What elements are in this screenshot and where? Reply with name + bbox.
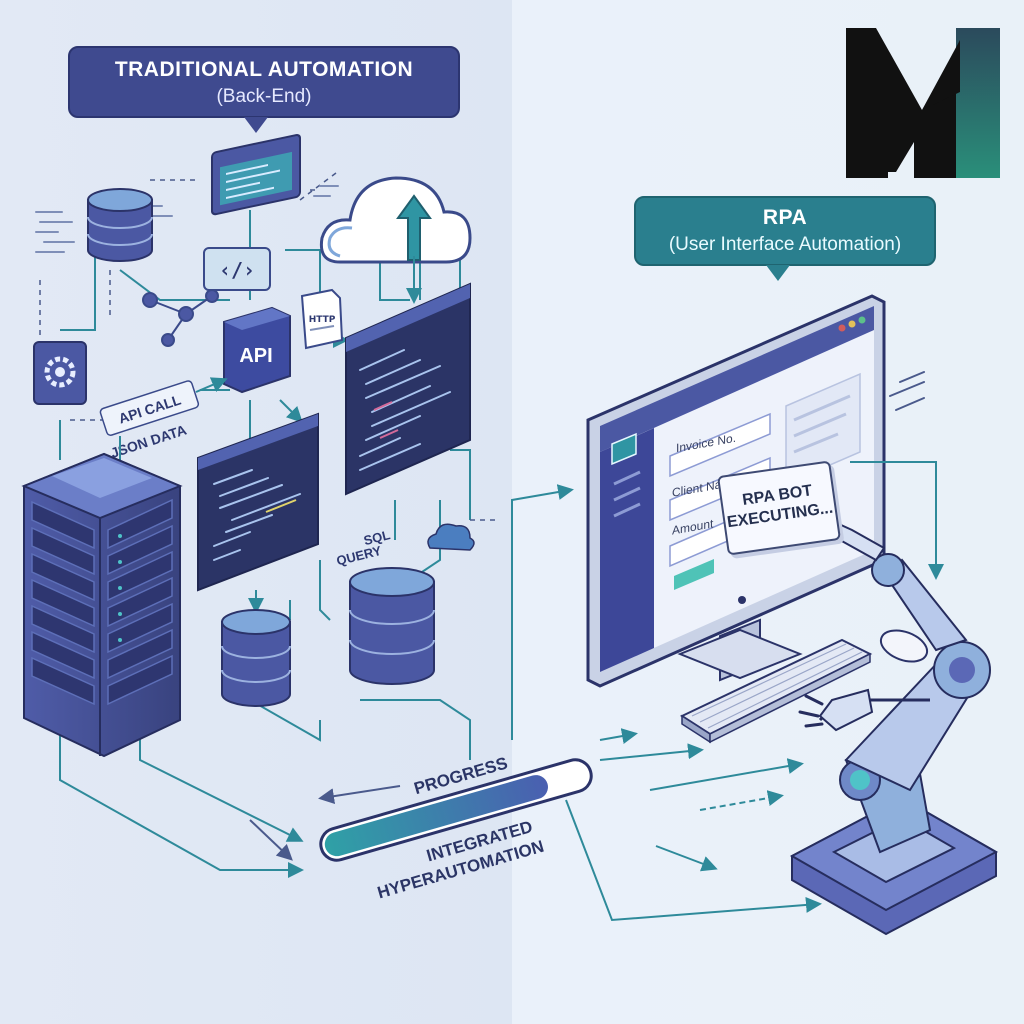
rpa-bot-status-box: RPA BOT EXECUTING... [716,460,842,556]
rpa-connectors [565,461,944,922]
return-arrows [249,785,401,861]
code-window-mid [197,412,319,592]
sql-query-line-1: SQL [362,527,392,548]
traditional-automation-title: TRADITIONAL AUTOMATION [114,58,414,81]
cloud-upload-icon [319,176,472,264]
progress-fill [324,775,548,857]
api-block: API [223,306,291,394]
callout-tail-left [244,117,268,133]
gear-icon [33,341,87,405]
rpa-title: RPA [762,206,808,229]
traditional-automation-callout: TRADITIONAL AUTOMATION (Back-End) [68,46,460,118]
code-glyph-text: ‹/› [219,258,255,282]
server-tower [21,452,183,758]
code-dashes [35,185,339,253]
desktop-monitor [586,294,886,688]
http-document-icon: HTTP [300,288,344,350]
network-nodes-icon [142,289,219,347]
motion-dashes [889,371,925,411]
rpa-callout: RPA (User Interface Automation) [634,196,936,266]
robot-arm [789,518,999,936]
callout-tail-right [766,265,790,281]
database-icon-bottom-right [349,567,435,685]
http-text: HTTP [309,315,336,325]
traditional-automation-subtitle: (Back-End) [216,86,312,107]
code-window-right [345,282,471,496]
api-text: API [239,345,272,367]
database-icon-bottom-left [221,609,291,707]
database-icon [87,188,153,262]
api-call-arrow [195,377,228,393]
mouse [879,629,929,663]
m-logo: M [846,28,1000,178]
code-window-icon [211,133,301,216]
code-glyph-box: ‹/› [203,247,271,291]
keyboard [679,638,873,744]
small-cloud-icon [427,523,475,551]
rpa-subtitle: (User Interface Automation) [668,234,902,255]
